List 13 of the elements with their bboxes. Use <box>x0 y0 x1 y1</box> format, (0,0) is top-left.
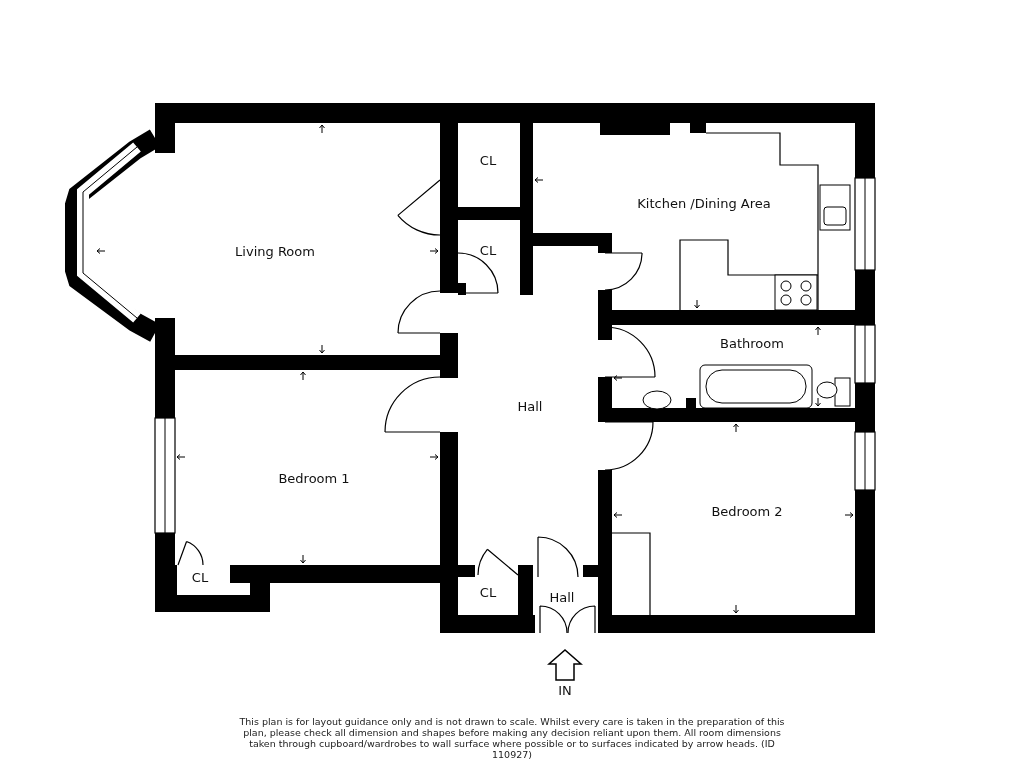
room-label: CL <box>479 152 497 168</box>
room-label: CL <box>479 584 497 600</box>
room-label: Bedroom 2 <box>711 503 783 519</box>
room-label: CL <box>191 569 209 585</box>
room-label: Hall <box>517 398 543 414</box>
room-label: Bathroom <box>720 335 784 351</box>
room-label: Hall <box>549 589 575 605</box>
room-label: Bedroom 1 <box>278 470 350 486</box>
room-label: Kitchen /Dining Area <box>637 195 771 211</box>
room-label: CL <box>479 242 497 258</box>
entrance-label: IN <box>558 682 572 698</box>
disclaimer-note: This plan is for layout guidance only and is not drawn to scale. Whilst every care is taken in the preparation of this plan, please check all dimension and shapes before making any decision reliant upon them. All room dimensions taken through cupboard/wardrobes to wall surface where possible or to surfaces indicated by arrow heads. (ID 110927) <box>238 716 786 760</box>
room-label: Living Room <box>235 243 315 259</box>
